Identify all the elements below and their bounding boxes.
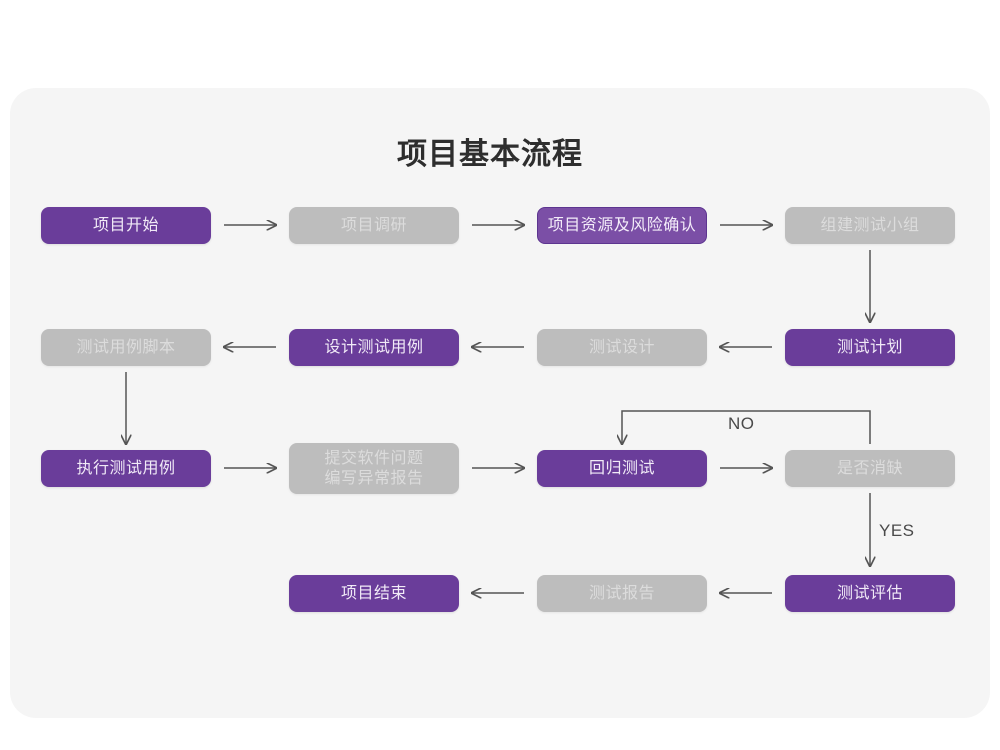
node-test-plan[interactable]: 测试计划 [785, 329, 955, 366]
node-execute-test-case[interactable]: 执行测试用例 [41, 450, 211, 487]
page-title: 项目基本流程 [397, 138, 583, 171]
flowchart-canvas [10, 88, 990, 718]
node-regression-test[interactable]: 回归测试 [537, 450, 707, 487]
node-submit-bug-report[interactable]: 提交软件问题 编写异常报告 [289, 443, 459, 494]
node-project-research[interactable]: 项目调研 [289, 207, 459, 244]
node-test-case-script[interactable]: 测试用例脚本 [41, 329, 211, 366]
node-design-test-case[interactable]: 设计测试用例 [289, 329, 459, 366]
node-build-test-team[interactable]: 组建测试小组 [785, 207, 955, 244]
node-resource-risk[interactable]: 项目资源及风险确认 [537, 207, 707, 244]
node-test-design[interactable]: 测试设计 [537, 329, 707, 366]
node-project-end[interactable]: 项目结束 [289, 575, 459, 612]
node-test-evaluation[interactable]: 测试评估 [785, 575, 955, 612]
edge-label-yes: YES [879, 521, 915, 540]
node-defect-cleared[interactable]: 是否消缺 [785, 450, 955, 487]
node-project-start[interactable]: 项目开始 [41, 207, 211, 244]
node-test-report[interactable]: 测试报告 [537, 575, 707, 612]
edge-label-no: NO [728, 414, 755, 433]
